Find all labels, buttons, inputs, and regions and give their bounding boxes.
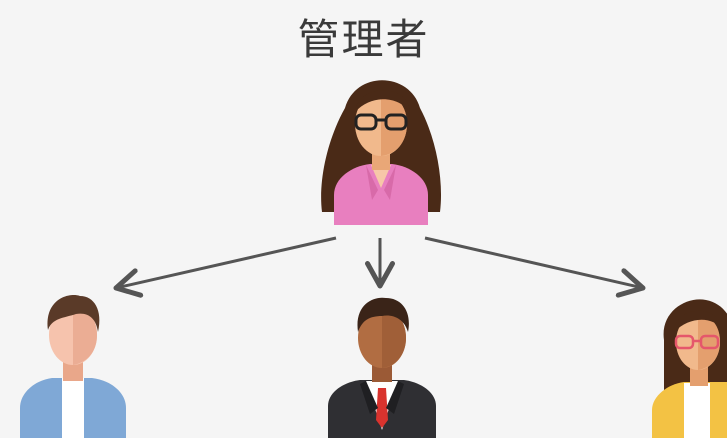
report-man-blue-jacket-icon — [20, 295, 126, 438]
report-man-suit-icon — [328, 297, 436, 438]
manager-avatar-icon — [321, 80, 442, 225]
arrow-to-left-report — [113, 236, 337, 298]
diagram-title: 管理者 — [297, 15, 430, 64]
report-woman-yellow-jacket-icon — [652, 299, 727, 438]
arrow-to-right-report — [424, 236, 646, 298]
